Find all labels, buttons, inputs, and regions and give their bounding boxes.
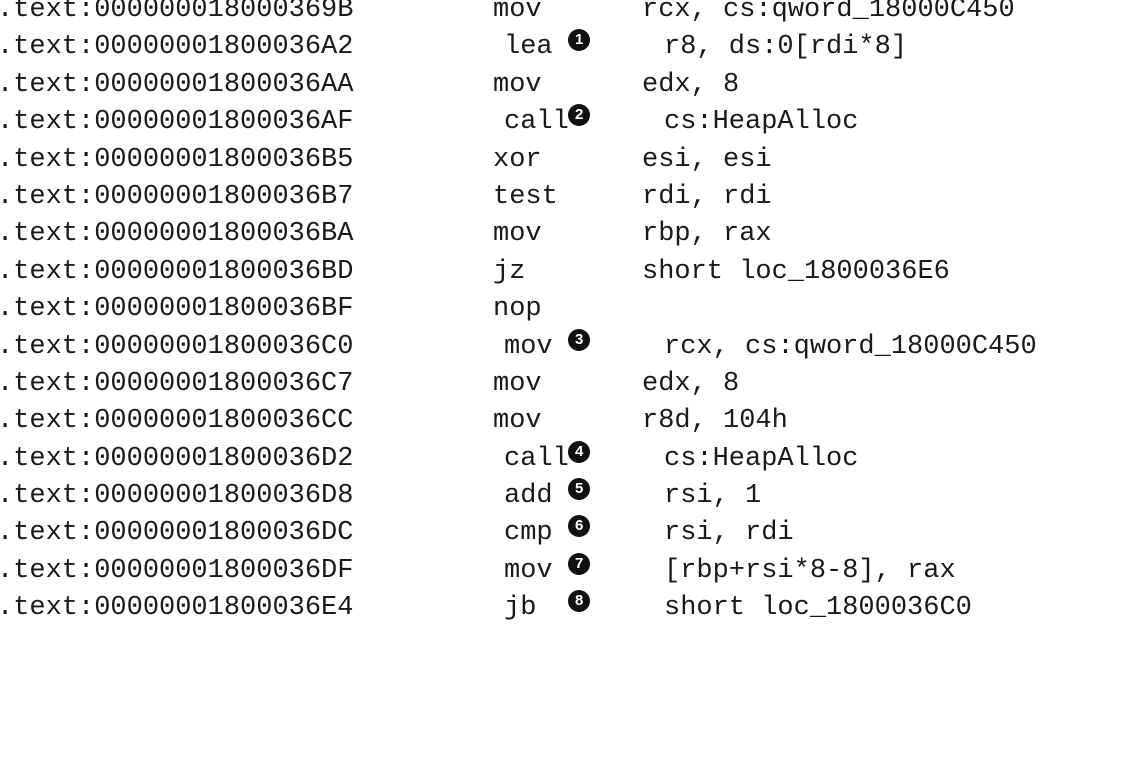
code-line: .text:00000001800036B7 test rdi, rdi	[0, 179, 1123, 216]
instruction-operands: rsi, rdi	[664, 518, 794, 549]
line-address: .text:00000001800036D8	[0, 481, 354, 512]
annotated-instruction: 5 add	[471, 478, 591, 628]
line-address: .text:00000001800036B5	[0, 144, 354, 175]
instruction-mnemonic: call	[504, 107, 569, 138]
line-address: .text:00000001800036CC	[0, 406, 354, 437]
instruction-mnemonic: mov	[504, 555, 553, 586]
code-line: .text:00000001800036C0 3 mov rcx, cs:qwo…	[0, 328, 1123, 366]
instruction-operands: edx, 8	[642, 368, 740, 399]
code-line: .text:00000001800036D2 4 call cs:HeapAll…	[0, 440, 1123, 478]
callout-marker: 7	[568, 552, 591, 575]
disassembly-listing: .text:000000018000369B mov rcx, cs:qword…	[0, 0, 1123, 627]
callout-marker: 5	[568, 478, 591, 501]
line-address: .text:00000001800036D2	[0, 443, 354, 474]
instruction-mnemonic: mov	[493, 69, 542, 100]
line-address: .text:00000001800036A2	[0, 32, 354, 63]
line-address: .text:00000001800036DF	[0, 555, 354, 586]
instruction-mnemonic: jz	[493, 256, 526, 287]
line-address: .text:00000001800036C0	[0, 331, 354, 362]
instruction-mnemonic: mov	[504, 331, 553, 362]
code-line: .text:00000001800036DF 7 mov [rbp+rsi*8-…	[0, 552, 1123, 590]
line-address: .text:00000001800036B7	[0, 181, 354, 212]
line-address: .text:00000001800036AA	[0, 69, 354, 100]
code-line: .text:00000001800036C7 mov edx, 8	[0, 366, 1123, 403]
code-line: .text:00000001800036AA mov edx, 8	[0, 67, 1123, 104]
code-line: .text:00000001800036BD jz short loc_1800…	[0, 254, 1123, 291]
instruction-mnemonic: mov	[493, 219, 542, 250]
line-address: .text:00000001800036C7	[0, 368, 354, 399]
annotated-instruction: 3 mov	[471, 328, 591, 479]
instruction-operands: rcx, cs:qword_18000C450	[642, 0, 1015, 25]
code-line: .text:00000001800036AF 2 call cs:HeapAll…	[0, 104, 1123, 141]
instruction-operands: rbp, rax	[642, 219, 772, 250]
instruction-operands: short loc_1800036E6	[642, 256, 950, 287]
instruction-mnemonic: cmp	[504, 518, 553, 549]
callout-marker: 6	[568, 515, 591, 538]
line-address: .text:00000001800036BF	[0, 294, 354, 325]
instruction-operands: r8d, 104h	[642, 406, 788, 437]
code-line: .text:00000001800036D8 5 add rsi, 1	[0, 478, 1123, 515]
line-address: .text:00000001800036AF	[0, 107, 354, 138]
instruction-mnemonic: lea	[504, 32, 553, 63]
line-address: .text:00000001800036BA	[0, 219, 354, 250]
instruction-mnemonic: xor	[493, 144, 542, 175]
code-line: .text:00000001800036E4 8 jb short loc_18…	[0, 590, 1123, 627]
line-address: .text:00000001800036BD	[0, 256, 354, 287]
instruction-operands: r8, ds:0[rdi*8]	[664, 32, 908, 63]
code-line: .text:00000001800036BA mov rbp, rax	[0, 216, 1123, 253]
annotated-instruction: 4 call	[471, 440, 591, 591]
code-line: .text:00000001800036B5 xor esi, esi	[0, 142, 1123, 179]
code-line: .text:00000001800036A2 1 lea r8, ds:0[rd…	[0, 29, 1123, 66]
instruction-operands: rdi, rdi	[642, 181, 772, 212]
instruction-mnemonic: test	[493, 181, 558, 212]
callout-marker: 1	[568, 29, 591, 52]
code-line: .text:00000001800036BF nop	[0, 291, 1123, 328]
instruction-mnemonic: call	[504, 443, 569, 474]
instruction-operands: cs:HeapAlloc	[664, 107, 859, 138]
callout-marker: 3	[568, 328, 591, 351]
instruction-operands: [rbp+rsi*8-8], rax	[664, 555, 956, 586]
annotated-instruction: 6 cmp	[471, 515, 591, 665]
callout-marker: 8	[568, 590, 591, 613]
annotated-instruction: 1 lea	[471, 29, 591, 179]
annotated-instruction: 7 mov	[471, 552, 591, 703]
annotated-instruction: 8 jb	[471, 590, 591, 740]
instruction-mnemonic: mov	[493, 368, 542, 399]
instruction-operands: short loc_1800036C0	[664, 593, 972, 624]
instruction-mnemonic: mov	[493, 0, 542, 25]
line-address: .text:000000018000369B	[0, 0, 354, 25]
line-address: .text:00000001800036DC	[0, 518, 354, 549]
callout-marker: 4	[568, 440, 591, 463]
instruction-operands: edx, 8	[642, 69, 740, 100]
instruction-mnemonic: jb	[504, 593, 537, 624]
callout-marker: 2	[568, 104, 591, 127]
instruction-operands: rcx, cs:qword_18000C450	[664, 331, 1037, 362]
instruction-mnemonic: add	[504, 481, 553, 512]
line-address: .text:00000001800036E4	[0, 593, 354, 624]
code-line: .text:00000001800036CC mov r8d, 104h	[0, 403, 1123, 440]
instruction-operands: esi, esi	[642, 144, 772, 175]
code-line: .text:000000018000369B mov rcx, cs:qword…	[0, 0, 1123, 29]
instruction-operands: cs:HeapAlloc	[664, 443, 859, 474]
instruction-operands: rsi, 1	[664, 481, 762, 512]
code-line: .text:00000001800036DC 6 cmp rsi, rdi	[0, 515, 1123, 552]
instruction-mnemonic: nop	[493, 294, 542, 325]
annotated-instruction: 2 call	[471, 104, 591, 254]
instruction-mnemonic: mov	[493, 406, 542, 437]
